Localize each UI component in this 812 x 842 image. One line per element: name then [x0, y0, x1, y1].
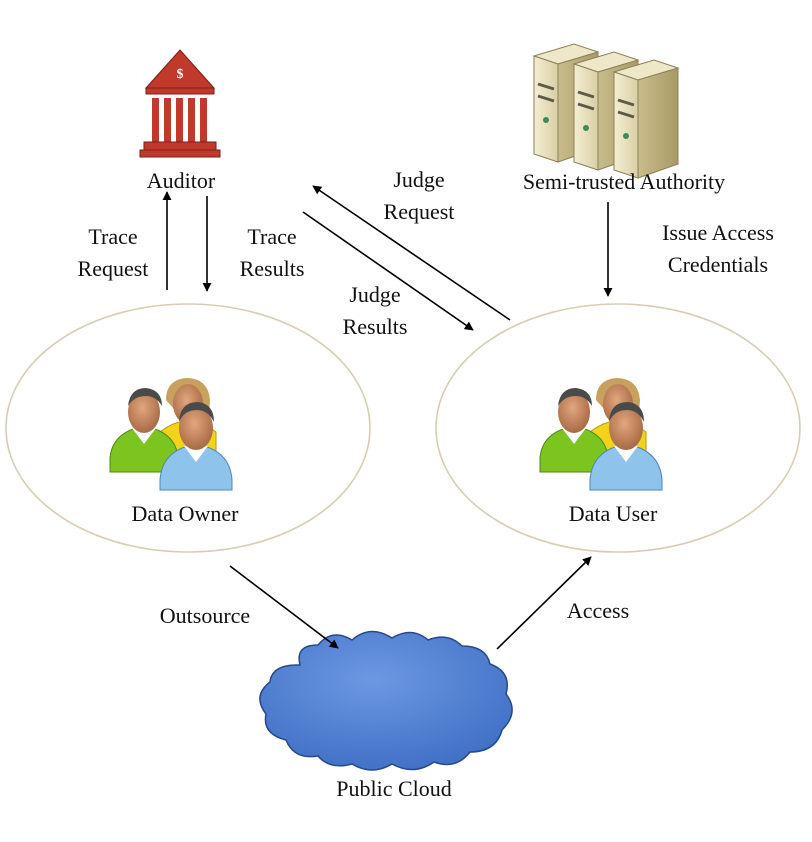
trace-results-label-line2: Results: [240, 256, 305, 281]
data-user-label: Data User: [569, 501, 658, 526]
outsource-label: Outsource: [160, 603, 250, 628]
data-owner-label: Data Owner: [132, 501, 240, 526]
data-owner-ellipse: [5, 303, 371, 553]
data-owner-user-group-icon: [109, 377, 233, 491]
outsource-arrow: [229, 565, 339, 649]
judge-request-label-line2: Request: [384, 199, 455, 224]
issue-credentials-label-line1: Issue Access: [662, 220, 774, 245]
judge-results-label-line1: Judge: [349, 282, 400, 307]
judge-results-label-line2: Results: [343, 314, 408, 339]
trace-results-label-line1: Trace: [247, 224, 296, 249]
currency-symbol: $: [177, 67, 184, 82]
authority-label: Semi-trusted Authority: [523, 169, 725, 194]
auditor-label: Auditor: [147, 168, 216, 193]
trace-request-label-line1: Trace: [88, 224, 137, 249]
data-user-ellipse: [435, 303, 801, 553]
judge-results-arrow: [302, 211, 474, 331]
access-label: Access: [567, 598, 629, 623]
judge-request-arrow: [312, 185, 511, 321]
data-user-user-group-icon: [539, 377, 663, 491]
access-arrow: [496, 556, 592, 650]
issue-credentials-label-line2: Credentials: [668, 252, 768, 277]
public-cloud-label: Public Cloud: [336, 776, 452, 801]
cloud-icon: [259, 630, 513, 771]
trace-request-label-line2: Request: [78, 256, 149, 281]
bank-building-icon: $: [139, 49, 221, 158]
judge-request-label-line1: Judge: [393, 167, 444, 192]
server-stack-icon: [532, 42, 680, 180]
